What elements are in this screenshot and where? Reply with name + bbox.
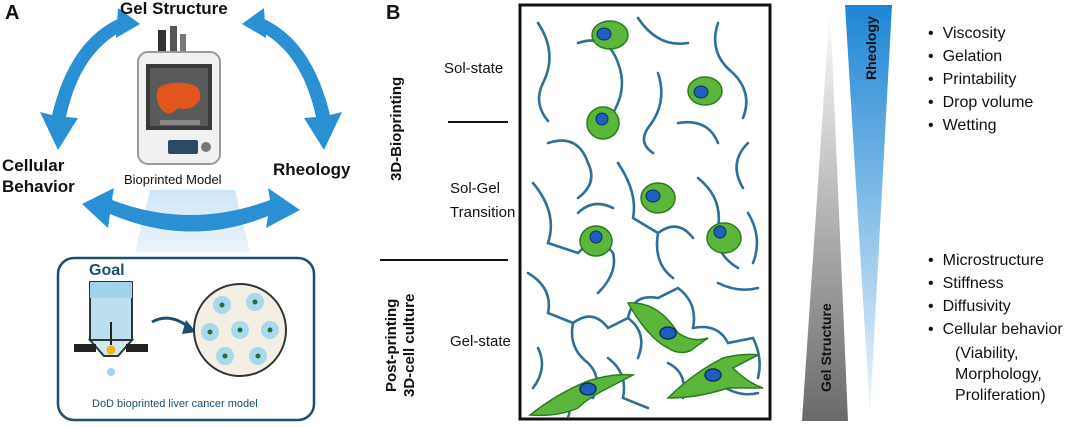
arrow-cellular-to-rheology xyxy=(82,188,300,232)
sol-state-label: Sol-state xyxy=(444,60,504,77)
goal-caption: DoD bioprinted liver cancer model xyxy=(92,398,258,410)
cellular-behavior-details: (Viability, Morphology, Proliferation) xyxy=(940,343,1046,406)
detail-line: (Viability, xyxy=(955,345,1019,362)
stage-postprinting-line2: 3D-cell culture xyxy=(401,293,418,397)
culture-dish-icon xyxy=(193,283,287,377)
spread-cell xyxy=(666,353,764,399)
list-item: Stiffness xyxy=(928,272,1063,295)
round-cells xyxy=(579,20,742,257)
panel-a-graphic xyxy=(40,8,342,422)
bioprinted-model-caption: Bioprinted Model xyxy=(124,172,222,187)
list-item: Viscosity xyxy=(928,22,1033,45)
spread-cell xyxy=(626,302,709,354)
list-item: Diffusivity xyxy=(928,295,1063,318)
stage-postprinting-line1: Post-printing xyxy=(383,298,400,392)
panel-b-label: B xyxy=(386,2,401,24)
stage-divider-upper xyxy=(448,121,508,123)
dod-dispenser-icon xyxy=(74,281,148,376)
cell xyxy=(687,76,723,106)
list-item: Printability xyxy=(928,68,1033,91)
list-item: Wetting xyxy=(928,114,1033,137)
hydrogel-network-illustration xyxy=(518,3,772,421)
panel-a-label: A xyxy=(5,2,20,24)
goal-title: Goal xyxy=(86,262,128,280)
cellular-behavior-line1: Cellular xyxy=(2,156,65,175)
list-item: Cellular behavior xyxy=(928,318,1063,341)
list-item: Gelation xyxy=(928,45,1033,68)
rheology-properties-list: Viscosity Gelation Printability Drop vol… xyxy=(928,22,1034,137)
cell xyxy=(586,106,620,140)
cellular-behavior-label: Cellular Behavior xyxy=(2,155,75,197)
spread-cells xyxy=(528,302,764,417)
arrow-head-top-right xyxy=(242,8,266,38)
sol-gel-line2: Transition xyxy=(450,204,516,221)
cell xyxy=(591,20,629,50)
sol-gel-transition-label: Sol-Gel Transition xyxy=(450,177,515,225)
gel-structure-label: Gel Structure xyxy=(120,0,228,18)
rheology-wedge-label: Rheology xyxy=(863,16,879,80)
arrow-gel-to-rheology xyxy=(258,18,342,150)
spread-cell xyxy=(528,373,636,417)
detail-line: Proliferation) xyxy=(955,387,1046,404)
sol-gel-line1: Sol-Gel xyxy=(450,180,501,197)
stage-bioprinting-label: 3D-Bioprinting xyxy=(388,76,405,182)
stage-divider-lower xyxy=(380,259,508,261)
arrow-head-top-left xyxy=(116,8,140,38)
rheology-wedge xyxy=(845,5,892,413)
gel-structure-wedge xyxy=(802,5,848,421)
cell xyxy=(640,182,676,214)
cell xyxy=(706,222,742,254)
gel-structure-wedge-label: Gel Structure xyxy=(818,303,834,393)
structure-properties-list: Microstructure Stiffness Diffusivity Cel… xyxy=(928,249,1063,341)
gel-state-label: Gel-state xyxy=(450,333,511,350)
cell xyxy=(579,225,613,257)
arrow-gel-to-cellular xyxy=(40,18,124,150)
property-wedges xyxy=(802,5,892,421)
list-item: Drop volume xyxy=(928,91,1034,114)
stage-postprinting-label: Post-printing 3D-cell culture xyxy=(383,272,419,418)
rheology-label-a: Rheology xyxy=(273,160,351,179)
cellular-behavior-line2: Behavior xyxy=(2,177,75,196)
bioprinter-icon xyxy=(137,26,221,165)
detail-line: Morphology, xyxy=(955,366,1042,383)
list-item: Microstructure xyxy=(928,249,1063,272)
